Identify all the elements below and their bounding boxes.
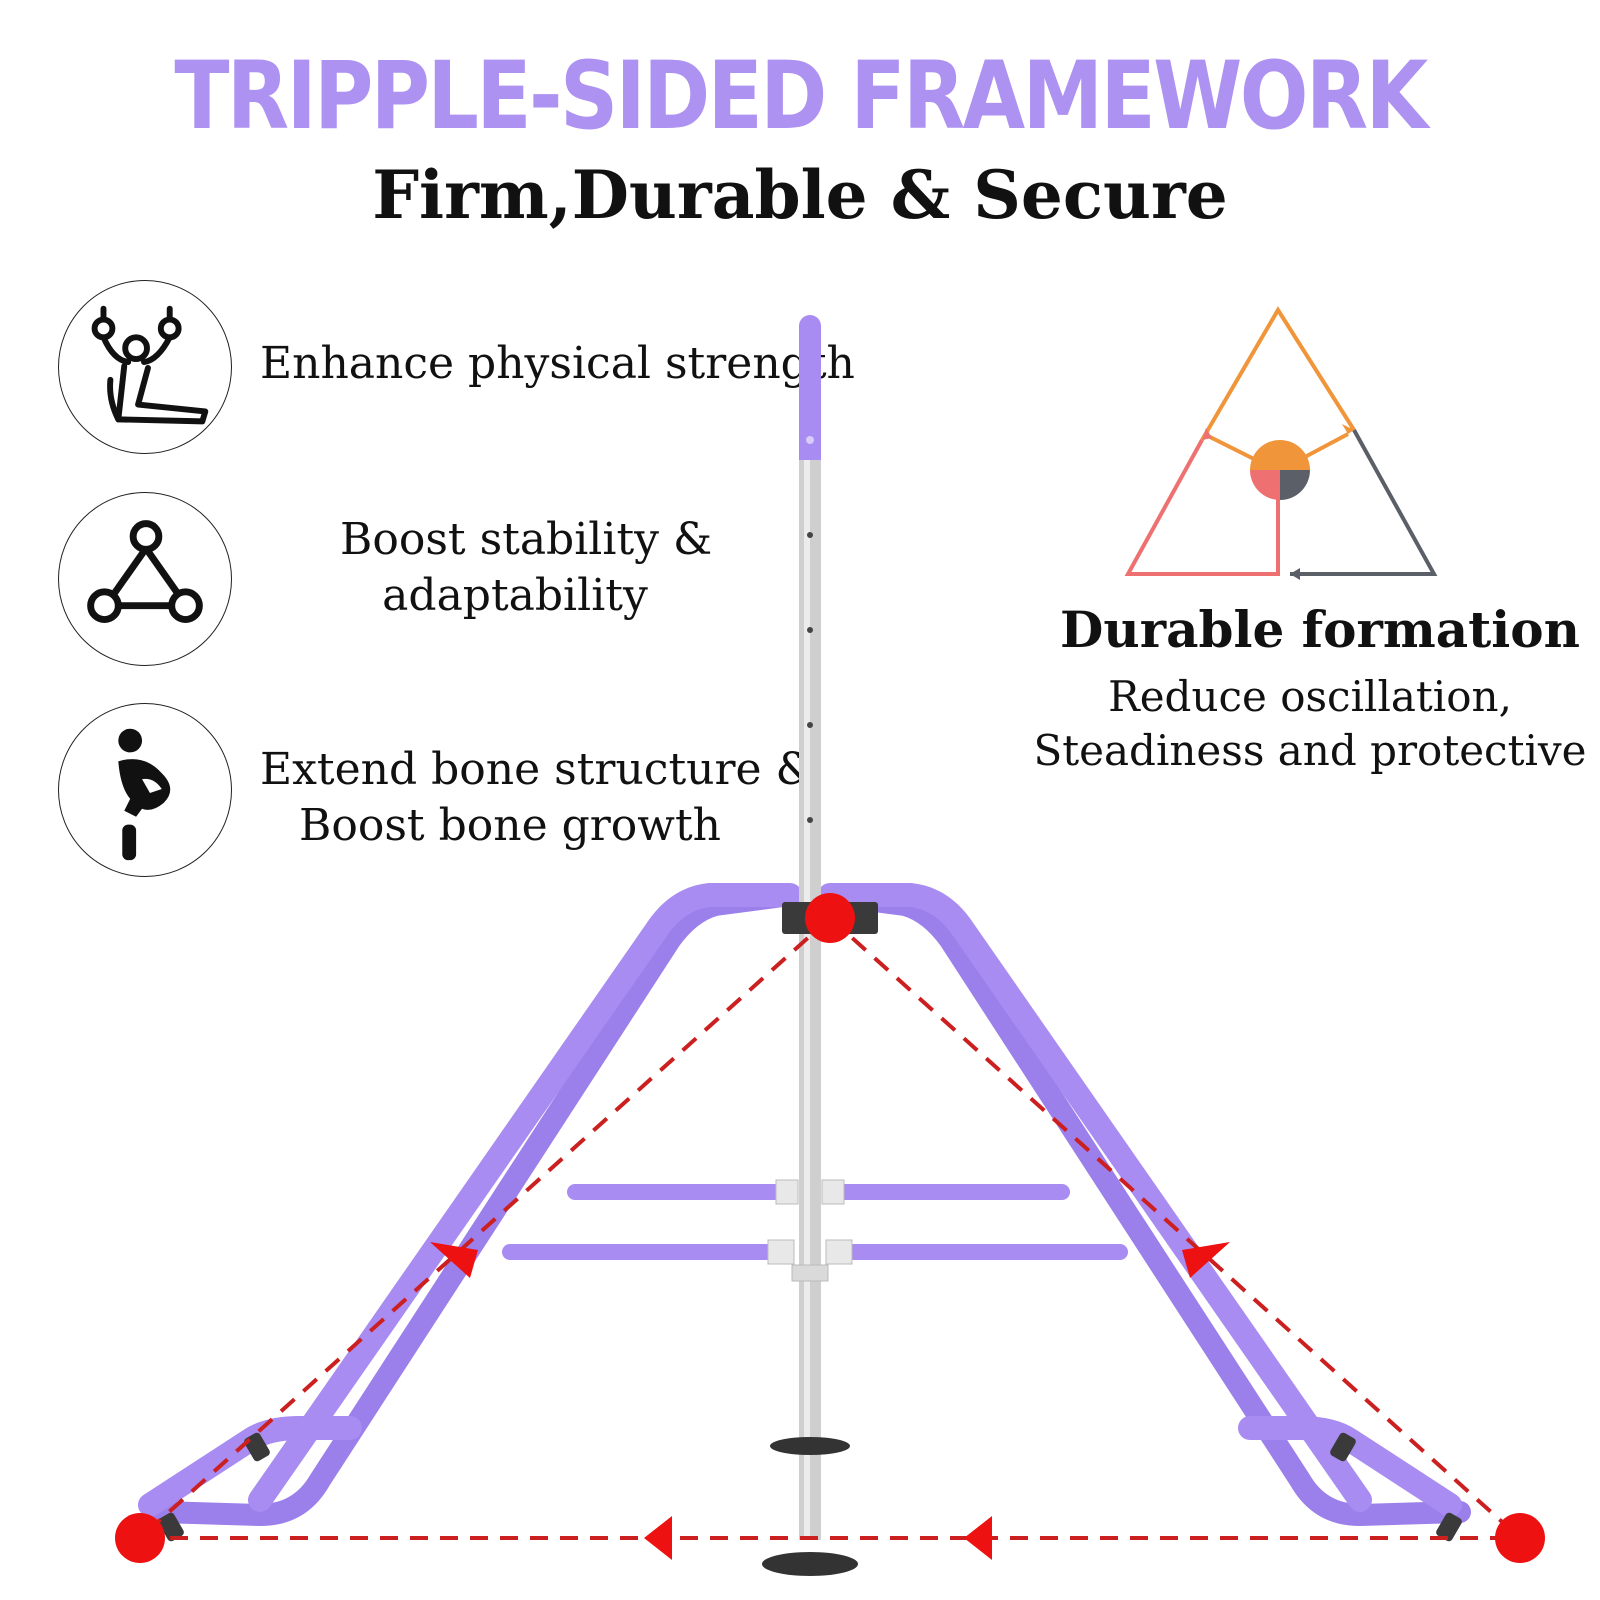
subtitle: Firm,Durable & Secure	[372, 156, 1228, 234]
stretching-person-icon	[58, 703, 232, 877]
feature-strength-text: Enhance physical strength	[260, 336, 855, 392]
durable-formation-line2: Steadiness and protective	[1033, 726, 1587, 775]
feature-stability-text: Boost stability & adaptability	[340, 512, 713, 624]
triangle-nodes-icon	[58, 492, 232, 666]
feature-stability-line1: Boost stability &	[340, 514, 713, 565]
feature-bone-text: Extend bone structure & Boost bone growt…	[260, 742, 815, 854]
feature-bone-line1: Extend bone structure &	[260, 744, 815, 795]
durable-formation-line1: Reduce oscillation,	[1108, 672, 1512, 721]
feature-strength-line1: Enhance physical strength	[260, 338, 855, 389]
headline-title: TRIPPLE-SIDED FRAMEWORK	[174, 42, 1428, 151]
gymnastic-rings-icon	[58, 280, 232, 454]
durable-formation-title: Durable formation	[1060, 600, 1580, 659]
triple-triangle-logo	[1124, 306, 1438, 580]
feature-bone-line2: Boost bone growth	[299, 800, 721, 851]
feature-stability-line2: adaptability	[382, 570, 648, 621]
